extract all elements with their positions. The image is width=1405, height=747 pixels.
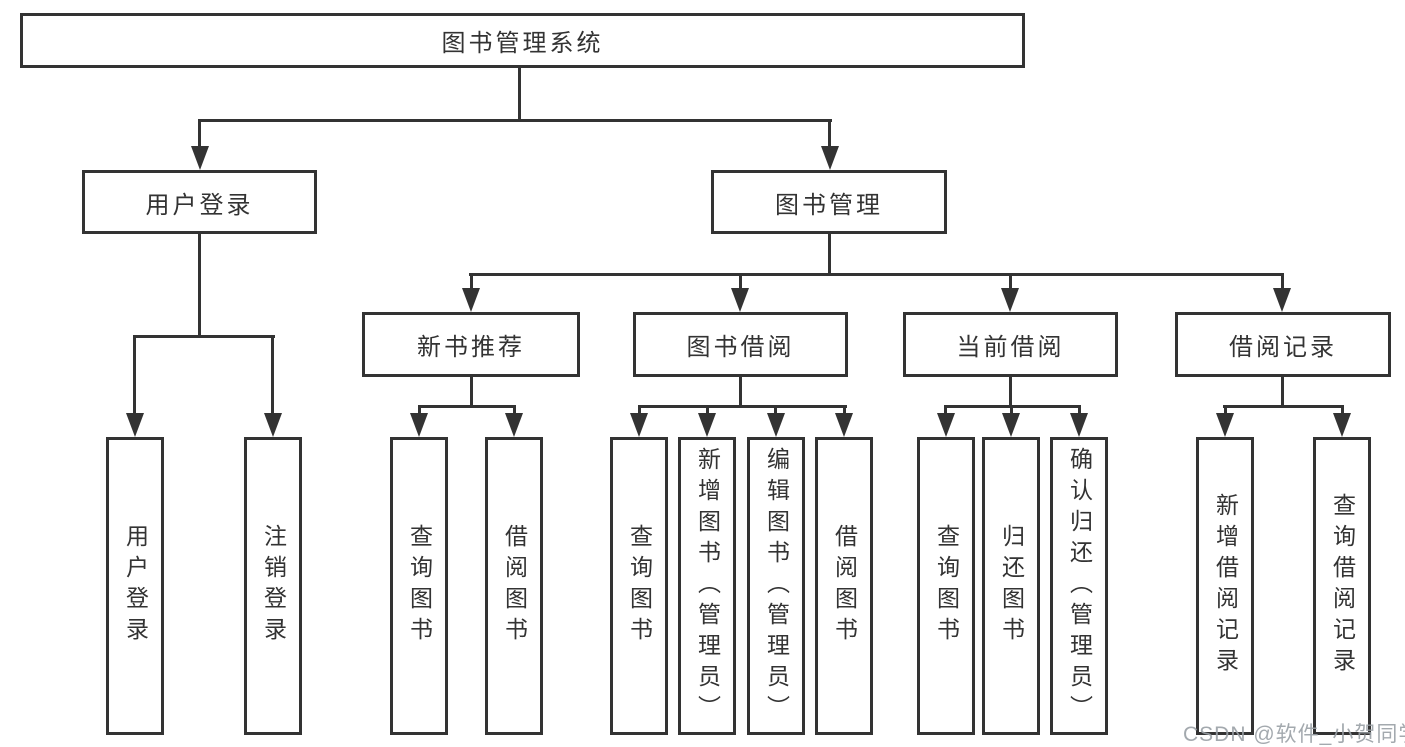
leaf-return-books: 归还图书 <box>982 437 1040 735</box>
leaf-add-books-admin: 新增图书（管理员） <box>678 437 736 735</box>
connector-line <box>469 273 1283 276</box>
arrow-down-icon <box>767 413 785 437</box>
leaf-borrow-books-recommend: 借阅图书 <box>485 437 543 735</box>
node-borrowing-records: 借阅记录 <box>1175 312 1391 377</box>
node-new-book-recommend: 新书推荐 <box>362 312 580 377</box>
leaf-query-books-recommend-label: 查询图书 <box>406 524 433 648</box>
arrow-down-icon <box>1273 288 1291 312</box>
leaf-borrow-books-recommend-label: 借阅图书 <box>501 524 528 648</box>
connector-line <box>739 377 742 407</box>
connector-line <box>828 119 831 149</box>
arrow-down-icon <box>1001 288 1019 312</box>
arrow-down-icon <box>126 413 144 437</box>
connector-line <box>513 405 516 419</box>
node-user-login: 用户登录 <box>82 170 317 234</box>
arrow-down-icon <box>821 146 839 170</box>
node-root-label: 图书管理系统 <box>441 30 604 57</box>
connector-line <box>706 405 709 419</box>
connector-line <box>133 335 136 415</box>
node-root: 图书管理系统 <box>20 13 1025 68</box>
connector-line <box>470 273 473 293</box>
leaf-confirm-return-admin: 确认归还（管理员） <box>1050 437 1108 735</box>
arrow-down-icon <box>698 413 716 437</box>
arrow-down-icon <box>630 413 648 437</box>
connector-line <box>198 119 201 149</box>
arrow-down-icon <box>264 413 282 437</box>
connector-line <box>1009 273 1012 293</box>
arrow-down-icon <box>191 146 209 170</box>
node-borrowing-records-label: 借阅记录 <box>1229 334 1337 361</box>
leaf-edit-books-admin-label: 编辑图书（管理员） <box>763 446 790 726</box>
leaf-logout-login: 注销登录 <box>244 437 302 735</box>
arrow-down-icon <box>410 413 428 437</box>
arrow-down-icon <box>835 413 853 437</box>
leaf-query-books-borrowing: 查询图书 <box>610 437 668 735</box>
arrow-down-icon <box>1216 413 1234 437</box>
node-user-login-label: 用户登录 <box>145 191 254 219</box>
connector-line <box>944 405 947 419</box>
connector-line <box>418 405 516 408</box>
connector-line <box>1078 405 1081 419</box>
connector-line <box>843 405 846 419</box>
arrow-down-icon <box>1070 413 1088 437</box>
leaf-query-books-current-label: 查询图书 <box>933 524 960 648</box>
connector-line <box>271 335 274 415</box>
leaf-confirm-return-admin-label: 确认归还（管理员） <box>1066 446 1093 726</box>
leaf-add-borrow-record-label: 新增借阅记录 <box>1212 493 1239 679</box>
connector-line <box>774 405 777 419</box>
leaf-query-books-borrowing-label: 查询图书 <box>626 524 653 648</box>
node-book-borrowing: 图书借阅 <box>633 312 848 377</box>
node-current-borrowing-label: 当前借阅 <box>956 334 1065 361</box>
leaf-user-login-label: 用户登录 <box>122 524 149 648</box>
leaf-query-books-current: 查询图书 <box>917 437 975 735</box>
connector-line <box>739 273 742 293</box>
leaf-query-books-recommend: 查询图书 <box>390 437 448 735</box>
connector-line <box>198 234 201 338</box>
connector-line <box>1281 377 1284 407</box>
arrow-down-icon <box>937 413 955 437</box>
leaf-borrow-books-borrowing-label: 借阅图书 <box>831 524 858 648</box>
connector-line <box>638 405 847 408</box>
arrow-down-icon <box>462 288 480 312</box>
arrow-down-icon <box>1002 413 1020 437</box>
leaf-borrow-books-borrowing: 借阅图书 <box>815 437 873 735</box>
leaf-logout-login-label: 注销登录 <box>260 524 287 648</box>
connector-line <box>133 335 275 338</box>
connector-line <box>198 119 832 122</box>
connector-line <box>418 405 421 419</box>
node-book-borrowing-label: 图书借阅 <box>686 334 795 361</box>
connector-line <box>470 377 473 407</box>
leaf-query-borrow-record: 查询借阅记录 <box>1313 437 1371 735</box>
leaf-add-books-admin-label: 新增图书（管理员） <box>694 446 721 726</box>
connector-line <box>1009 377 1012 407</box>
connector-line <box>1224 405 1227 419</box>
arrow-down-icon <box>1333 413 1351 437</box>
watermark: CSDN @软件_小贺同学 <box>1183 723 1405 746</box>
connector-line <box>1010 405 1013 419</box>
leaf-return-books-label: 归还图书 <box>998 524 1025 648</box>
arrow-down-icon <box>505 413 523 437</box>
node-book-management-label: 图书管理 <box>775 191 883 219</box>
leaf-edit-books-admin: 编辑图书（管理员） <box>747 437 805 735</box>
leaf-query-borrow-record-label: 查询借阅记录 <box>1329 493 1356 679</box>
connector-line <box>828 234 831 276</box>
connector-line <box>1341 405 1344 419</box>
leaf-user-login: 用户登录 <box>106 437 164 735</box>
connector-line <box>1223 405 1344 408</box>
arrow-down-icon <box>731 288 749 312</box>
connector-line <box>638 405 641 419</box>
node-book-management: 图书管理 <box>711 170 947 234</box>
connector-line <box>1281 273 1284 293</box>
connector-line <box>518 66 521 122</box>
node-current-borrowing: 当前借阅 <box>903 312 1118 377</box>
leaf-add-borrow-record: 新增借阅记录 <box>1196 437 1254 735</box>
node-new-book-recommend-label: 新书推荐 <box>417 334 525 361</box>
